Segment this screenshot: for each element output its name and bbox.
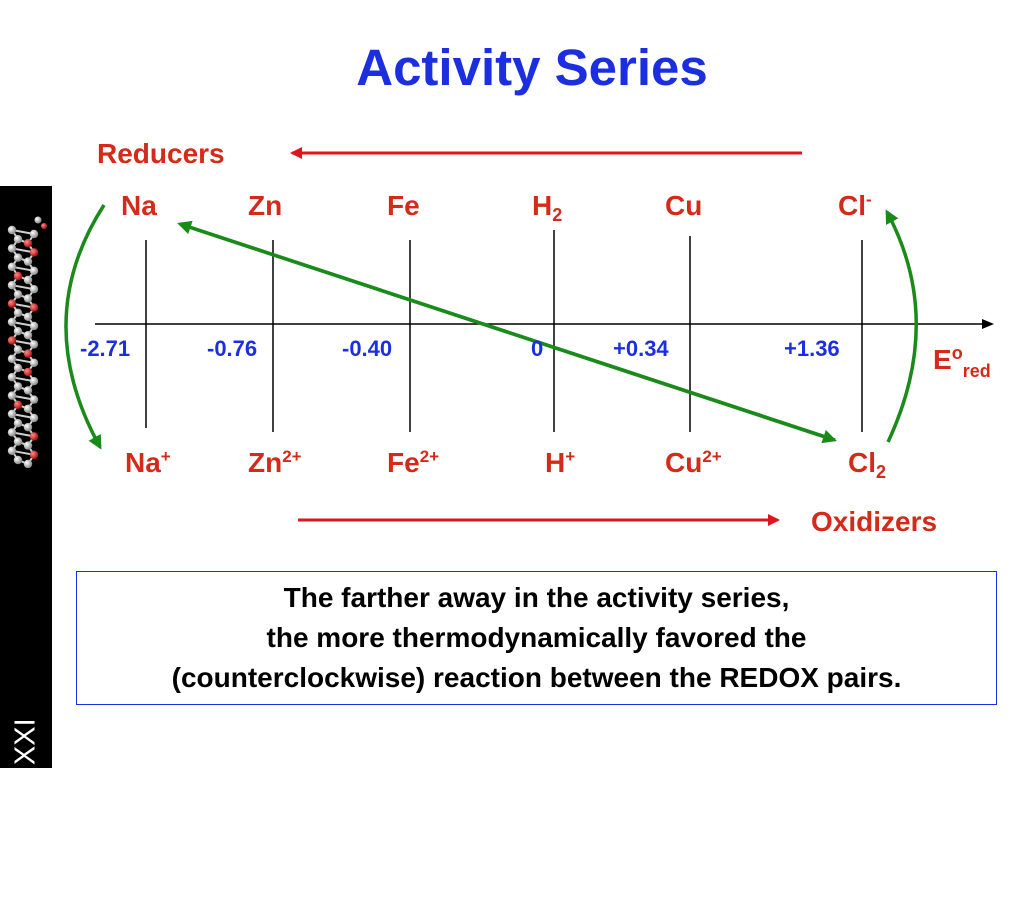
species-zn-2plus: Zn2+ bbox=[248, 447, 302, 478]
potential-na: -2.71 bbox=[80, 336, 131, 361]
oxidizers-label: Oxidizers bbox=[811, 506, 938, 537]
potential-zn: -0.76 bbox=[207, 336, 258, 361]
potential-h: 0 bbox=[531, 336, 544, 361]
species-h-plus: H+ bbox=[545, 447, 576, 478]
left-curved-arrow bbox=[64, 204, 106, 450]
species-h2: H2 bbox=[532, 190, 563, 225]
species-cl-minus: Cl- bbox=[838, 190, 872, 221]
potential-cu: +0.34 bbox=[613, 336, 669, 361]
species-na-plus: Na+ bbox=[125, 447, 171, 478]
sidebar: Chemistry XXI bbox=[0, 186, 52, 904]
page-title: Activity Series bbox=[356, 39, 708, 96]
right-curved-arrow bbox=[885, 209, 918, 443]
potential-fe: -0.40 bbox=[342, 336, 393, 361]
activity-series-diagram bbox=[64, 147, 994, 526]
diagonal-arrow-tail-head bbox=[179, 222, 837, 444]
axis-label: Eored bbox=[933, 343, 991, 381]
note-box: The farther away in the activity series,… bbox=[76, 571, 997, 705]
molecule-image bbox=[7, 216, 47, 468]
species-fe-2plus: Fe2+ bbox=[387, 447, 440, 478]
species-cl2: Cl2 bbox=[848, 447, 887, 482]
potential-cl: +1.36 bbox=[784, 336, 840, 361]
species-cu: Cu bbox=[665, 190, 703, 221]
species-zn: Zn bbox=[248, 190, 283, 221]
species-cu-2plus: Cu2+ bbox=[665, 447, 722, 478]
note-line-2: the more thermodynamically favored the bbox=[266, 622, 807, 653]
note-line-3: (counterclockwise) reaction between the … bbox=[171, 662, 902, 693]
note-line-1: The farther away in the activity series, bbox=[283, 582, 790, 613]
species-fe: Fe bbox=[387, 190, 420, 221]
reducers-label: Reducers bbox=[97, 138, 225, 169]
species-na: Na bbox=[121, 190, 157, 221]
